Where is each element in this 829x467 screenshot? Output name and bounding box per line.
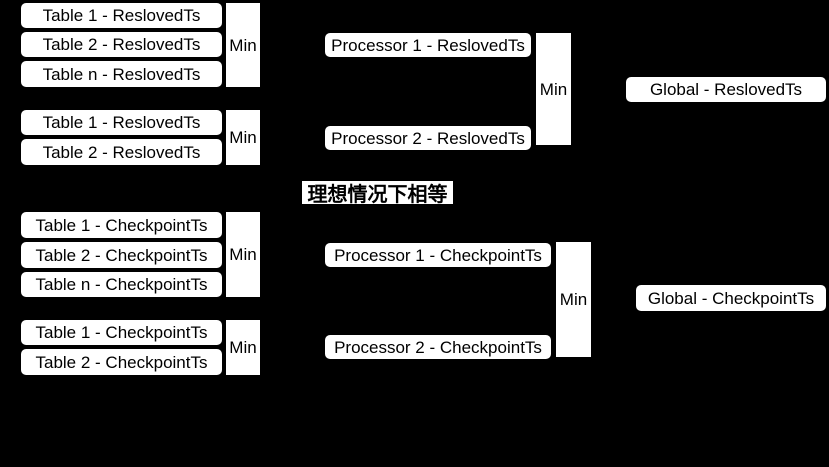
table-node: Table n - CheckpointTs	[19, 270, 224, 299]
table-node: Table n - ReslovedTs	[19, 59, 224, 89]
processor-node: Processor 1 - CheckpointTs	[323, 241, 553, 269]
table-node: Table 2 - ReslovedTs	[19, 30, 224, 59]
annotation-label: 理想情况下相等	[302, 181, 453, 206]
table-node: Table 2 - CheckpointTs	[19, 240, 224, 270]
table-node: Table 1 - CheckpointTs	[19, 318, 224, 347]
min-node: Min	[554, 240, 593, 359]
table-node: Table 2 - CheckpointTs	[19, 347, 224, 377]
min-node: Min	[224, 1, 262, 89]
global-node: Global - ReslovedTs	[624, 75, 828, 104]
min-node: Min	[534, 31, 573, 147]
processor-node: Processor 1 - ReslovedTs	[323, 31, 533, 59]
table-node: Table 1 - ReslovedTs	[19, 1, 224, 30]
min-node: Min	[224, 108, 262, 167]
processor-node: Processor 2 - CheckpointTs	[323, 333, 553, 361]
table-node: Table 2 - ReslovedTs	[19, 137, 224, 167]
table-node: Table 1 - CheckpointTs	[19, 210, 224, 240]
min-node: Min	[224, 318, 262, 377]
global-node: Global - CheckpointTs	[634, 283, 828, 313]
min-node: Min	[224, 210, 262, 299]
processor-node: Processor 2 - ReslovedTs	[323, 124, 533, 152]
table-node: Table 1 - ReslovedTs	[19, 108, 224, 137]
